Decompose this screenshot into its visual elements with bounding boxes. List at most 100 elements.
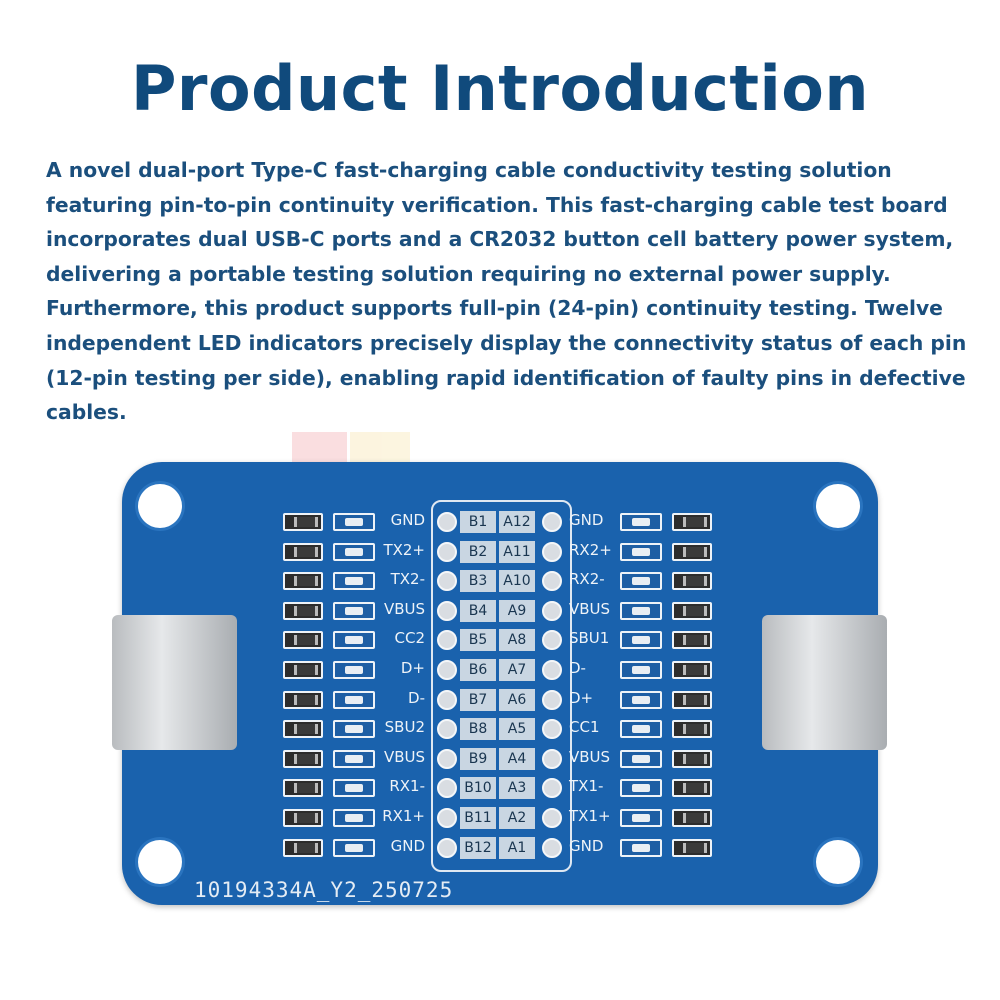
intro-line: incorporates dual USB-C ports and a CR20… bbox=[46, 227, 954, 252]
a-pin-label: A8 bbox=[499, 629, 535, 652]
led-indicator bbox=[620, 720, 662, 739]
resistor bbox=[672, 513, 712, 531]
solder-pad bbox=[542, 837, 562, 858]
pin-row: GND B12 A1 GND bbox=[122, 835, 878, 861]
resistor bbox=[283, 572, 323, 591]
solder-pad bbox=[437, 541, 457, 562]
solder-pad bbox=[437, 837, 457, 858]
solder-pad bbox=[542, 748, 562, 769]
led-indicator bbox=[333, 809, 375, 827]
pin-row: TX2+ B2 A11 RX2+ bbox=[122, 539, 878, 565]
resistor bbox=[672, 838, 712, 857]
b-pin-label: B6 bbox=[460, 659, 496, 681]
left-pin-label: GND bbox=[390, 511, 425, 529]
a-pin-label: A2 bbox=[499, 807, 535, 829]
right-pin-label: GND bbox=[569, 836, 604, 855]
b-pin-label: B10 bbox=[460, 777, 496, 800]
solder-pad bbox=[437, 512, 457, 532]
resistor bbox=[672, 631, 712, 650]
b-pin-label: B9 bbox=[460, 747, 496, 770]
left-pin-label: RX1- bbox=[389, 777, 425, 796]
b-pin-label: B1 bbox=[460, 511, 496, 533]
resistor bbox=[672, 572, 712, 591]
resistor bbox=[283, 720, 323, 739]
b-pin-label: B3 bbox=[460, 570, 496, 593]
usb-c-port-right bbox=[762, 615, 887, 750]
intro-line: Furthermore, this product supports full-… bbox=[46, 296, 943, 321]
led-indicator bbox=[333, 542, 375, 561]
resistor bbox=[672, 779, 712, 798]
led-indicator bbox=[620, 690, 662, 709]
pin-row: TX2- B3 A10 RX2- bbox=[122, 568, 878, 594]
mounting-hole bbox=[816, 840, 860, 884]
resistor bbox=[283, 661, 323, 679]
left-pin-label: TX2+ bbox=[383, 540, 425, 559]
a-pin-label: A12 bbox=[499, 511, 535, 533]
right-pin-label: D- bbox=[569, 659, 586, 677]
serial-number: 10194334A_Y2_250725 bbox=[194, 878, 454, 902]
intro-paragraph: A novel dual-port Type-C fast-charging c… bbox=[46, 153, 976, 430]
solder-pad bbox=[542, 512, 562, 532]
right-pin-label: RX2+ bbox=[569, 540, 612, 559]
led-indicator bbox=[620, 572, 662, 591]
b-pin-label: B11 bbox=[460, 807, 496, 829]
led-indicator bbox=[333, 601, 375, 620]
resistor bbox=[672, 542, 712, 561]
a-pin-label: A3 bbox=[499, 777, 535, 800]
right-pin-label: VBUS bbox=[569, 599, 611, 618]
a-pin-label: A11 bbox=[499, 540, 535, 563]
pin-row: RX1+ B11 A2 TX1+ bbox=[122, 805, 878, 831]
solder-pad bbox=[437, 660, 457, 680]
mounting-hole bbox=[138, 840, 182, 884]
solder-pad bbox=[542, 541, 562, 562]
left-pin-label: GND bbox=[390, 836, 425, 855]
led-indicator bbox=[620, 838, 662, 857]
pcb-board: GND B1 A12 GND TX2+ B2 A11 RX2+ TX2- B3 … bbox=[112, 462, 887, 905]
pin-row: RX1- B10 A3 TX1- bbox=[122, 775, 878, 801]
solder-pad bbox=[437, 630, 457, 651]
led-indicator bbox=[620, 779, 662, 798]
pin-row: SBU2 B8 A5 CC1 bbox=[122, 716, 878, 742]
right-pin-label: VBUS bbox=[569, 747, 611, 766]
resistor bbox=[283, 542, 323, 561]
solder-pad bbox=[542, 600, 562, 621]
led-indicator bbox=[620, 809, 662, 827]
left-pin-label: D- bbox=[408, 688, 425, 707]
led-indicator bbox=[333, 690, 375, 709]
led-indicator bbox=[620, 631, 662, 650]
right-pin-label: SBU1 bbox=[569, 629, 610, 648]
intro-line: A novel dual-port Type-C fast-charging c… bbox=[46, 158, 892, 182]
led-indicator bbox=[620, 513, 662, 531]
resistor bbox=[283, 690, 323, 709]
resistor bbox=[283, 601, 323, 620]
left-pin-label: VBUS bbox=[383, 747, 425, 766]
b-pin-label: B2 bbox=[460, 540, 496, 563]
intro-line: independent LED indicators precisely dis… bbox=[46, 330, 967, 355]
solder-pad bbox=[542, 719, 562, 740]
left-pin-label: SBU2 bbox=[384, 718, 425, 737]
a-pin-label: A10 bbox=[499, 570, 535, 593]
mounting-hole bbox=[138, 484, 182, 528]
right-pin-label: GND bbox=[569, 511, 604, 529]
pin-row: GND B1 A12 GND bbox=[122, 509, 878, 535]
a-pin-label: A5 bbox=[499, 718, 535, 741]
solder-pad bbox=[542, 571, 562, 592]
right-pin-label: TX1+ bbox=[569, 807, 611, 825]
solder-pad bbox=[542, 630, 562, 651]
pin-row: VBUS B4 A9 VBUS bbox=[122, 598, 878, 624]
led-indicator bbox=[620, 601, 662, 620]
resistor bbox=[283, 513, 323, 531]
left-pin-label: RX1+ bbox=[382, 807, 425, 825]
left-pin-label: D+ bbox=[400, 659, 425, 677]
b-pin-label: B8 bbox=[460, 718, 496, 741]
led-indicator bbox=[620, 661, 662, 679]
left-pin-label: TX2- bbox=[390, 570, 425, 589]
a-pin-label: A9 bbox=[499, 599, 535, 622]
led-indicator bbox=[620, 542, 662, 561]
left-pin-label: CC2 bbox=[394, 629, 426, 648]
mounting-hole bbox=[816, 484, 860, 528]
solder-pad bbox=[542, 778, 562, 799]
solder-pad bbox=[542, 660, 562, 680]
intro-line: featuring pin-to-pin continuity verifica… bbox=[46, 192, 948, 217]
solder-pad bbox=[542, 808, 562, 828]
